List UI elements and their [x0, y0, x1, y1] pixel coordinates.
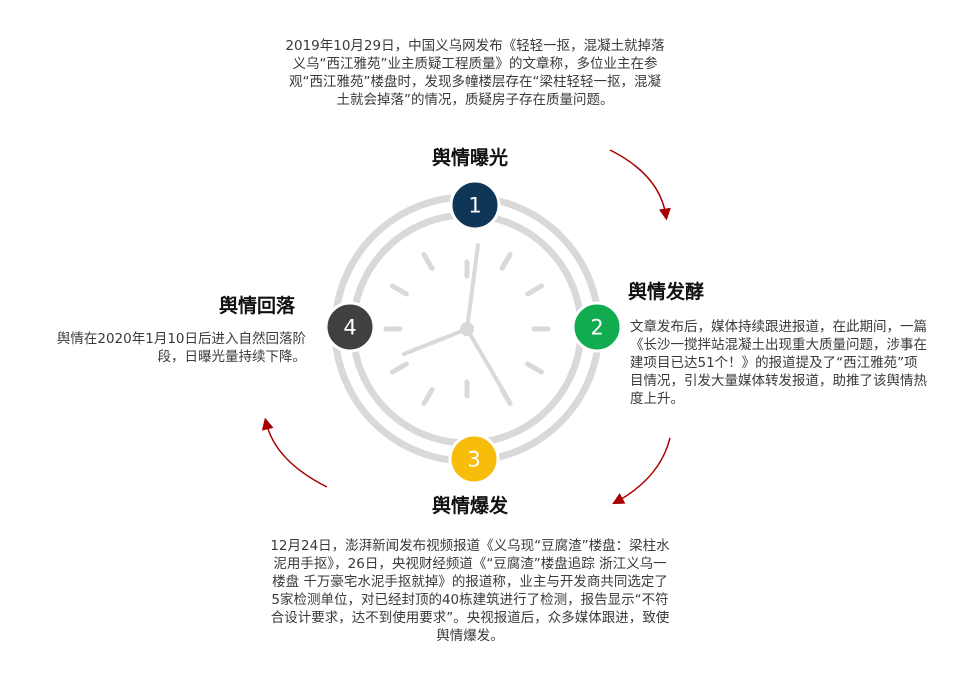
stage-2-title: 舆情发酵	[628, 281, 705, 303]
clock-tick	[390, 283, 409, 297]
stage-2-description: 文章发布后，媒体持续跟进报道，在此期间，一篇《长沙一搅拌站混凝土出现重大质量问题…	[630, 319, 927, 407]
clock-tick	[499, 252, 513, 271]
clock-minute-hand	[465, 243, 480, 331]
arrow-2-to-3	[612, 437, 671, 505]
stage-1-title: 舆情曝光	[432, 147, 509, 169]
stage-3-badge: 3	[448, 433, 500, 485]
arrow-1-to-2	[609, 149, 671, 221]
clock-tick	[421, 387, 435, 406]
stage-3-title: 舆情爆发	[432, 495, 509, 517]
stage-4-title: 舆情回落	[219, 295, 296, 317]
arrow-3-to-4	[261, 417, 328, 488]
stage-1-number: 1	[468, 194, 481, 218]
stage-2-badge: 2	[571, 301, 623, 353]
clock-ticks	[383, 252, 551, 406]
stage-4-badge: 4	[324, 301, 376, 353]
clock-center-pin	[460, 322, 474, 336]
stage-3-number: 3	[467, 448, 480, 472]
clock-tick	[525, 361, 544, 375]
stage-4-number: 4	[343, 316, 356, 340]
stage-3-description: 12月24日，澎湃新闻发布视频报道《义乌现“豆腐渣”楼盘：梁柱水泥用手抠》，26…	[270, 538, 670, 644]
clock-second-hand	[402, 327, 469, 356]
stage-1-description: 2019年10月29日，中国义乌网发布《轻轻一抠，混凝土就掉落 义乌“西江雅苑”…	[285, 38, 665, 108]
clock-tick	[421, 252, 435, 271]
stage-4-description: 舆情在2020年1月10日后进入自然回落阶段，日曝光量持续下降。	[56, 331, 306, 365]
clock-tick	[525, 283, 544, 297]
clock-tick	[390, 361, 409, 375]
clock-hour-hand	[465, 327, 506, 394]
stage-2-number: 2	[590, 316, 603, 340]
stage-1-badge: 1	[449, 179, 501, 231]
